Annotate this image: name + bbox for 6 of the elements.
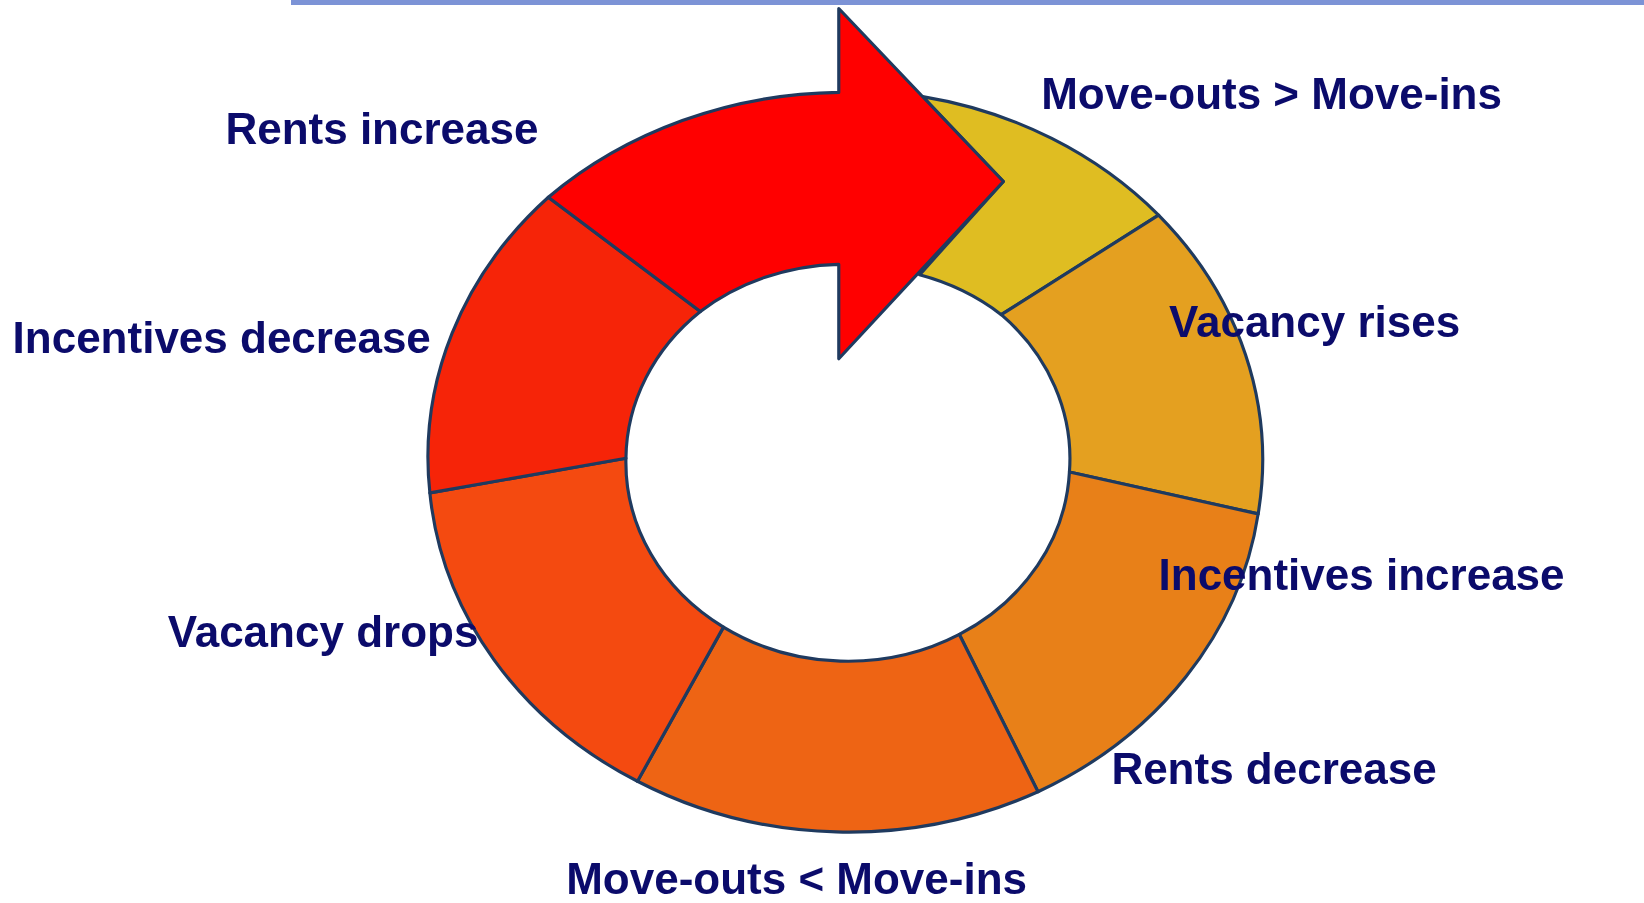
cycle-label: Move-outs < Move-ins [566, 852, 1027, 903]
cycle-label: Move-outs > Move-ins [1041, 68, 1502, 121]
cycle-label: Vacancy drops [167, 606, 479, 659]
cycle-label: Rents decrease [1111, 742, 1437, 795]
cycle-label: Incentives decrease [12, 311, 431, 364]
cycle-label: Rents increase [225, 102, 539, 155]
